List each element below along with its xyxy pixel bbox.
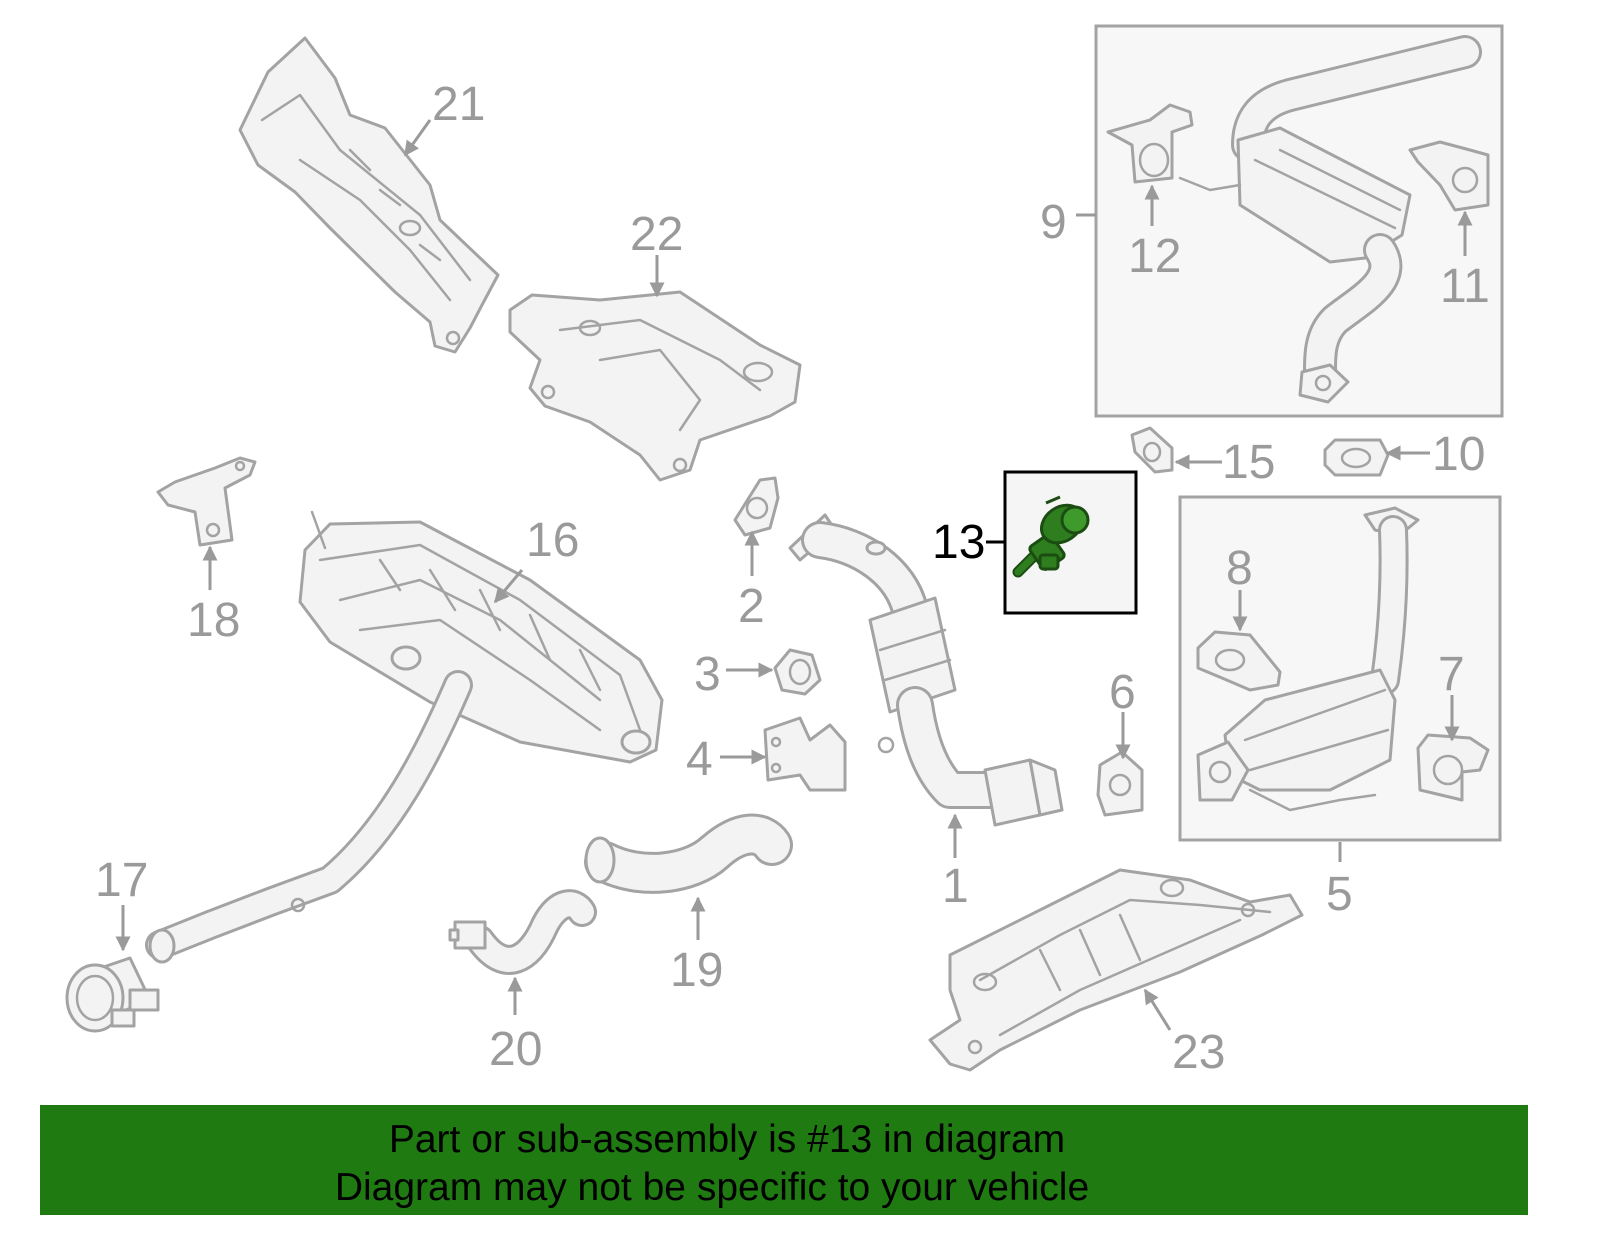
part-7-hanger xyxy=(1416,733,1490,802)
part-10-gasket xyxy=(1323,438,1390,477)
banner-line-2: Diagram may not be specific to your vehi… xyxy=(335,1166,1089,1209)
callout-21: 21 xyxy=(432,78,485,131)
part-23-heat-shield xyxy=(928,868,1304,1072)
part-13-highlight-box xyxy=(1003,470,1138,615)
banner-line-1: Part or sub-assembly is #13 in diagram xyxy=(389,1118,1065,1161)
callout-9: 9 xyxy=(1040,196,1067,249)
part-3-bushing xyxy=(773,648,822,696)
part-22-heat-shield xyxy=(508,290,802,482)
part-21-heat-shield xyxy=(238,36,500,354)
part-5-catalytic-converter-assembly xyxy=(1196,506,1420,812)
callout-18: 18 xyxy=(187,594,240,647)
callout-19: 19 xyxy=(670,944,723,997)
callout-15: 15 xyxy=(1222,436,1275,489)
part-8-hanger xyxy=(1196,630,1282,692)
part-19-hose xyxy=(584,813,793,894)
banner-background xyxy=(40,1105,1528,1215)
callout-22: 22 xyxy=(630,208,683,261)
part-15-gasket xyxy=(1130,426,1174,474)
part-6-gasket xyxy=(1096,750,1144,817)
arrow-16 xyxy=(493,569,524,604)
callout-12: 12 xyxy=(1128,230,1181,283)
info-banner: Part or sub-assembly is #13 in diagram D… xyxy=(40,1105,1528,1215)
callout-6: 6 xyxy=(1109,666,1136,719)
part-12-hanger xyxy=(1106,103,1194,184)
part-20-hose xyxy=(448,889,597,975)
callout-13: 13 xyxy=(932,516,985,569)
callout-23: 23 xyxy=(1172,1026,1225,1079)
callout-8: 8 xyxy=(1226,542,1253,595)
callout-3: 3 xyxy=(694,648,721,701)
part-4-bracket xyxy=(763,716,847,792)
arrow-23 xyxy=(1143,988,1172,1031)
part-18-bracket xyxy=(156,456,257,547)
part-2-gasket xyxy=(733,476,780,537)
part-9-rear-muffler-assembly xyxy=(1178,35,1482,404)
callout-5: 5 xyxy=(1326,868,1353,921)
arrow-21 xyxy=(403,119,432,157)
tail-pipe xyxy=(145,670,473,964)
callout-7: 7 xyxy=(1438,648,1465,701)
callout-arrows xyxy=(115,119,1473,1031)
part-17-clamp xyxy=(65,956,160,1033)
callout-2: 2 xyxy=(738,580,765,633)
callout-11: 11 xyxy=(1440,260,1490,313)
callout-10: 10 xyxy=(1432,428,1485,481)
callout-17: 17 xyxy=(95,854,148,907)
callout-20: 20 xyxy=(489,1023,542,1076)
callout-labels: 21 22 9 12 11 15 10 18 16 2 13 8 7 3 4 6… xyxy=(95,78,1490,1079)
part-13-sensor xyxy=(1012,495,1090,578)
part-11-hanger xyxy=(1408,140,1490,212)
part-1-front-pipe-catalyst xyxy=(788,513,1064,827)
callout-16: 16 xyxy=(526,514,579,567)
part-16-muffler xyxy=(298,510,664,764)
callout-4: 4 xyxy=(686,733,713,786)
callout-1: 1 xyxy=(942,860,969,913)
